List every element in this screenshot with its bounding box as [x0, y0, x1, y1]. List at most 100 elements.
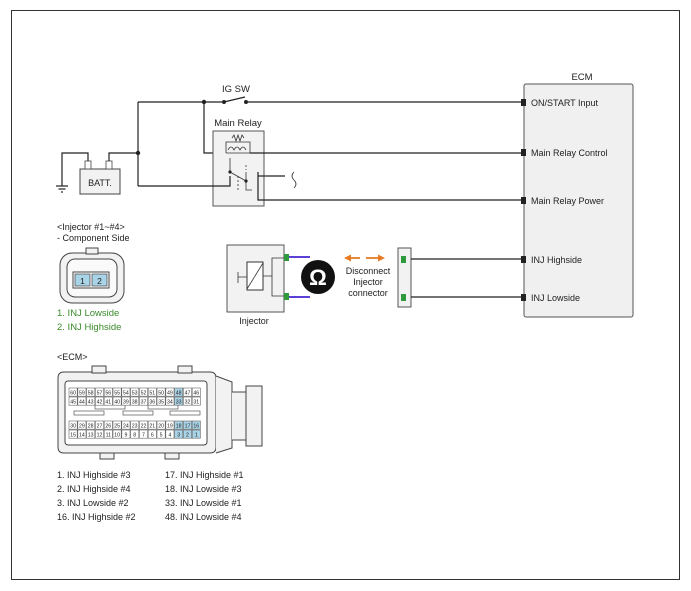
- ecm-pin-cell: [77, 420, 87, 430]
- ecm-pin-cell: [147, 420, 157, 430]
- injector-connector-face: [59, 247, 125, 304]
- junction-dot: [135, 150, 141, 156]
- ecm-pin-cell: [68, 429, 78, 439]
- injector-pin-number-1: 1: [80, 276, 85, 286]
- ecm-pin-number: 15: [70, 432, 76, 438]
- ecm-pin-number: 13: [88, 432, 94, 438]
- ecm-pin-legend-left-1: 1. INJ Highside #3: [57, 470, 131, 480]
- ecm-pin-legend-right-1: 17. INJ Highside #1: [165, 470, 244, 480]
- ecm-pin-number: 33: [176, 399, 182, 405]
- ecm-pin-cell: [130, 429, 140, 439]
- ecm-pin-cell: [165, 396, 175, 406]
- ecm-pin-number: 12: [97, 432, 103, 438]
- disconnect-note-line-3: connector: [348, 288, 388, 298]
- ecm-pin-cell: [103, 420, 113, 430]
- ecm-pin-number: 45: [70, 399, 76, 405]
- ecm-pin-cell: [191, 396, 201, 406]
- ecm-pin-inj-lowside: INJ Lowside: [531, 293, 580, 303]
- ecm-pin-markers: [521, 99, 526, 301]
- ecm-pin-number: 46: [193, 390, 199, 396]
- ecm-pin-number: 3: [177, 432, 180, 438]
- ecm-pin-number: 42: [97, 399, 103, 405]
- ecm-pin-main-relay-power: Main Relay Power: [531, 196, 604, 206]
- ecm-pin-cell: [165, 420, 175, 430]
- ecm-pin-number: 59: [79, 390, 85, 396]
- injector-connector-pins: [284, 254, 289, 300]
- ecm-pin-number: 57: [97, 390, 103, 396]
- injector-connector-title: <Injector #1~#4>: [57, 222, 125, 232]
- battery-positive-wire: [108, 152, 138, 161]
- ecm-pin-cell: [183, 429, 192, 439]
- ecm-pin-cell: [174, 429, 184, 439]
- ecm-pin-cell: [103, 396, 113, 406]
- ecm-connector-face: [57, 365, 263, 460]
- ecm-pin-cell: [156, 387, 166, 397]
- ecm-pin-cell: [156, 396, 166, 406]
- ecm-pin-cell: [183, 387, 192, 397]
- ecm-pin-cell: [77, 396, 87, 406]
- ecm-pin-number: 8: [133, 432, 136, 438]
- ecm-pin-number: 32: [185, 399, 191, 405]
- ecm-pin-legend-left-3: 3. INJ Lowside #2: [57, 498, 129, 508]
- ecm-pin-cell: [174, 396, 184, 406]
- ecm-pin-cell: [139, 420, 148, 430]
- ecm-pin-number: 49: [167, 390, 173, 396]
- ecm-pin-cell: [183, 420, 192, 430]
- ecm-pin-cell: [191, 387, 201, 397]
- relay-contact-feed-wire: [138, 176, 231, 187]
- ecm-pin-number: 18: [176, 423, 182, 429]
- ecm-pin-legend-right-4: 48. INJ Lowside #4: [165, 512, 242, 522]
- ecm-pin-cell: [147, 387, 157, 397]
- disconnect-note-line-2: Injector: [353, 277, 383, 287]
- ecm-pin-cell: [77, 429, 87, 439]
- ecm-pin-number: 23: [132, 423, 138, 429]
- ecm-pin-legend-right-3: 33. INJ Lowside #1: [165, 498, 242, 508]
- injector-pin-number-2: 2: [97, 276, 102, 286]
- ecm-pin-cell: [139, 396, 148, 406]
- ecm-pin-legend-left-4: 16. INJ Highside #2: [57, 512, 136, 522]
- ecm-pin-cell: [95, 429, 104, 439]
- ecm-pin-number: 58: [88, 390, 94, 396]
- ecm-pin-cell: [68, 420, 78, 430]
- ecm-pin-number: 50: [158, 390, 164, 396]
- ecm-pin-cell: [156, 420, 166, 430]
- ecm-pin-on-start-input: ON/START Input: [531, 98, 599, 108]
- ecm-pin-legend-right-2: 18. INJ Lowside #3: [165, 484, 242, 494]
- ig-switch: [222, 96, 248, 104]
- ecm-pin-number: 7: [142, 432, 145, 438]
- ecm-pin-number: 37: [141, 399, 147, 405]
- disconnect-note-line-1: Disconnect: [346, 266, 391, 276]
- ecm-pin-cell: [86, 387, 96, 397]
- ecm-pin-number: 43: [88, 399, 94, 405]
- disconnect-arrow: [344, 254, 385, 262]
- ecm-pin-cell: [112, 420, 122, 430]
- ohmmeter: [301, 260, 335, 294]
- ecm-pin-number: 56: [105, 390, 111, 396]
- ecm-pin-legend-left-2: 2. INJ Highside #4: [57, 484, 131, 494]
- ecm-pin-cell: [103, 429, 113, 439]
- ecm-pin-number: 10: [114, 432, 120, 438]
- ecm-pin-number: 17: [185, 423, 191, 429]
- ecm-pin-number: 41: [105, 399, 111, 405]
- diagram-frame: [11, 10, 680, 580]
- ecm-pin-number: 24: [123, 423, 129, 429]
- ecm-connector-title: <ECM>: [57, 352, 88, 362]
- ecm-pin-number: 60: [70, 390, 76, 396]
- ecm-pin-number: 55: [114, 390, 120, 396]
- main-relay-label: Main Relay: [214, 118, 262, 129]
- ecm-pin-number: 26: [105, 423, 111, 429]
- ecm-pin-cell: [121, 387, 131, 397]
- ecm-pin-cell: [174, 420, 184, 430]
- ecm-pin-cell: [147, 429, 157, 439]
- ecm-pin-number: 21: [149, 423, 155, 429]
- ecm-pin-number: 9: [124, 432, 127, 438]
- ecm-pin-cell: [174, 387, 184, 397]
- ecm-pin-number: 52: [141, 390, 147, 396]
- ecm-pin-number: 2: [186, 432, 189, 438]
- ecm-pin-number: 19: [167, 423, 173, 429]
- ecm-pin-cell: [95, 420, 104, 430]
- ecm-pin-cell: [86, 429, 96, 439]
- ecm-pin-number: 11: [106, 432, 111, 438]
- injector-pin-legend-1: 1. INJ Lowside: [57, 308, 119, 319]
